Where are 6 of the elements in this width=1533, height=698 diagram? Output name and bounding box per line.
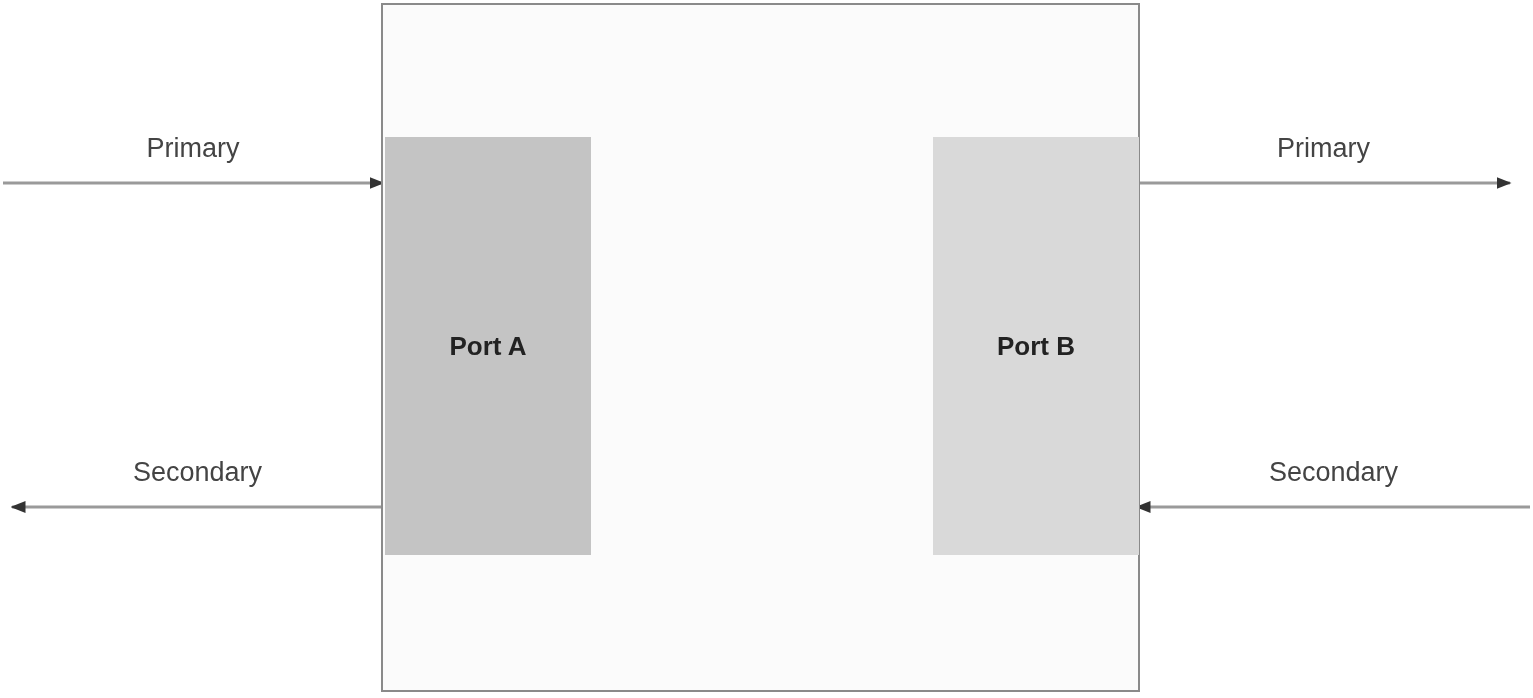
port-label: Port A <box>448 330 528 362</box>
container-box <box>381 3 1140 692</box>
port-label: Port B <box>996 330 1076 362</box>
port-box <box>385 137 591 555</box>
arrow <box>10 501 383 513</box>
port-box <box>933 137 1139 555</box>
